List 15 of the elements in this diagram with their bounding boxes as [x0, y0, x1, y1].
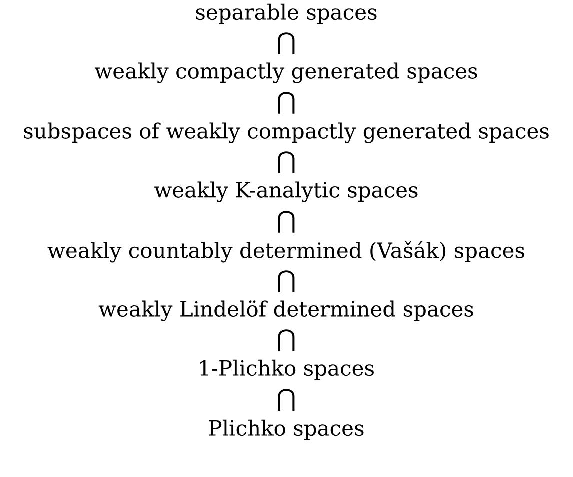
subset-sign: ⋂ — [278, 92, 295, 114]
space-class: subspaces of weakly compactly generated spaces — [24, 122, 549, 144]
space-class: weakly countably determined (Vašák) spaces — [48, 241, 524, 263]
subset-sign: ⋂ — [278, 211, 295, 233]
space-class: Plichko spaces — [209, 420, 364, 440]
subset-sign: ⋂ — [278, 32, 295, 54]
subset-sign: ⋂ — [278, 270, 295, 292]
space-class: weakly Lindelöf determined spaces — [98, 300, 474, 322]
space-class: separable spaces — [196, 4, 377, 24]
subset-sign: ⋂ — [278, 389, 295, 411]
space-class: 1-Plichko spaces — [200, 360, 374, 380]
space-class: weakly compactly generated spaces — [95, 62, 478, 84]
subset-sign: ⋂ — [278, 152, 295, 174]
space-class: weakly K-analytic spaces — [154, 182, 418, 202]
subset-sign: ⋂ — [278, 330, 295, 352]
